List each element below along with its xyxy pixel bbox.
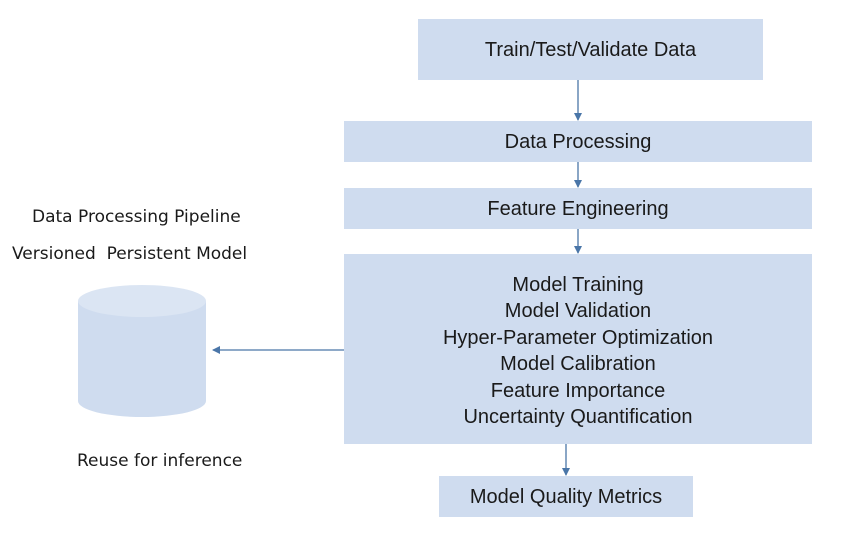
train-test-validate-box: Train/Test/Validate Data [418, 19, 763, 80]
data-processing-box: Data Processing [344, 121, 812, 162]
model-calibration-step: Model Calibration [500, 353, 656, 375]
feature-engineering-box: Feature Engineering [344, 188, 812, 229]
hyper-parameter-optimization-step: Hyper-Parameter Optimization [442, 326, 714, 349]
pipeline-label: Data Processing Pipeline [32, 207, 241, 227]
train-test-validate-label: Train/Test/Validate Data [484, 38, 697, 61]
data-processing-label: Data Processing [504, 130, 652, 153]
model-quality-metrics-label: Model Quality Metrics [469, 485, 663, 508]
model-training-step: Model Training [512, 273, 644, 296]
persistent-model-label: Versioned Persistent Model [12, 244, 248, 264]
database-cylinder-icon [78, 285, 206, 417]
model-validation-step: Model Validation [504, 300, 652, 322]
uncertainty-quantification-step: Uncertainty Quantification [463, 406, 693, 428]
feature-importance-step: Feature Importance [490, 379, 666, 402]
model-quality-metrics-box: Model Quality Metrics [439, 476, 693, 517]
feature-engineering-label: Feature Engineering [487, 197, 669, 220]
reuse-for-inference-label: Reuse for inference [77, 451, 243, 471]
model-training-box: Model Training Model Validation Hyper-Pa… [344, 254, 812, 444]
